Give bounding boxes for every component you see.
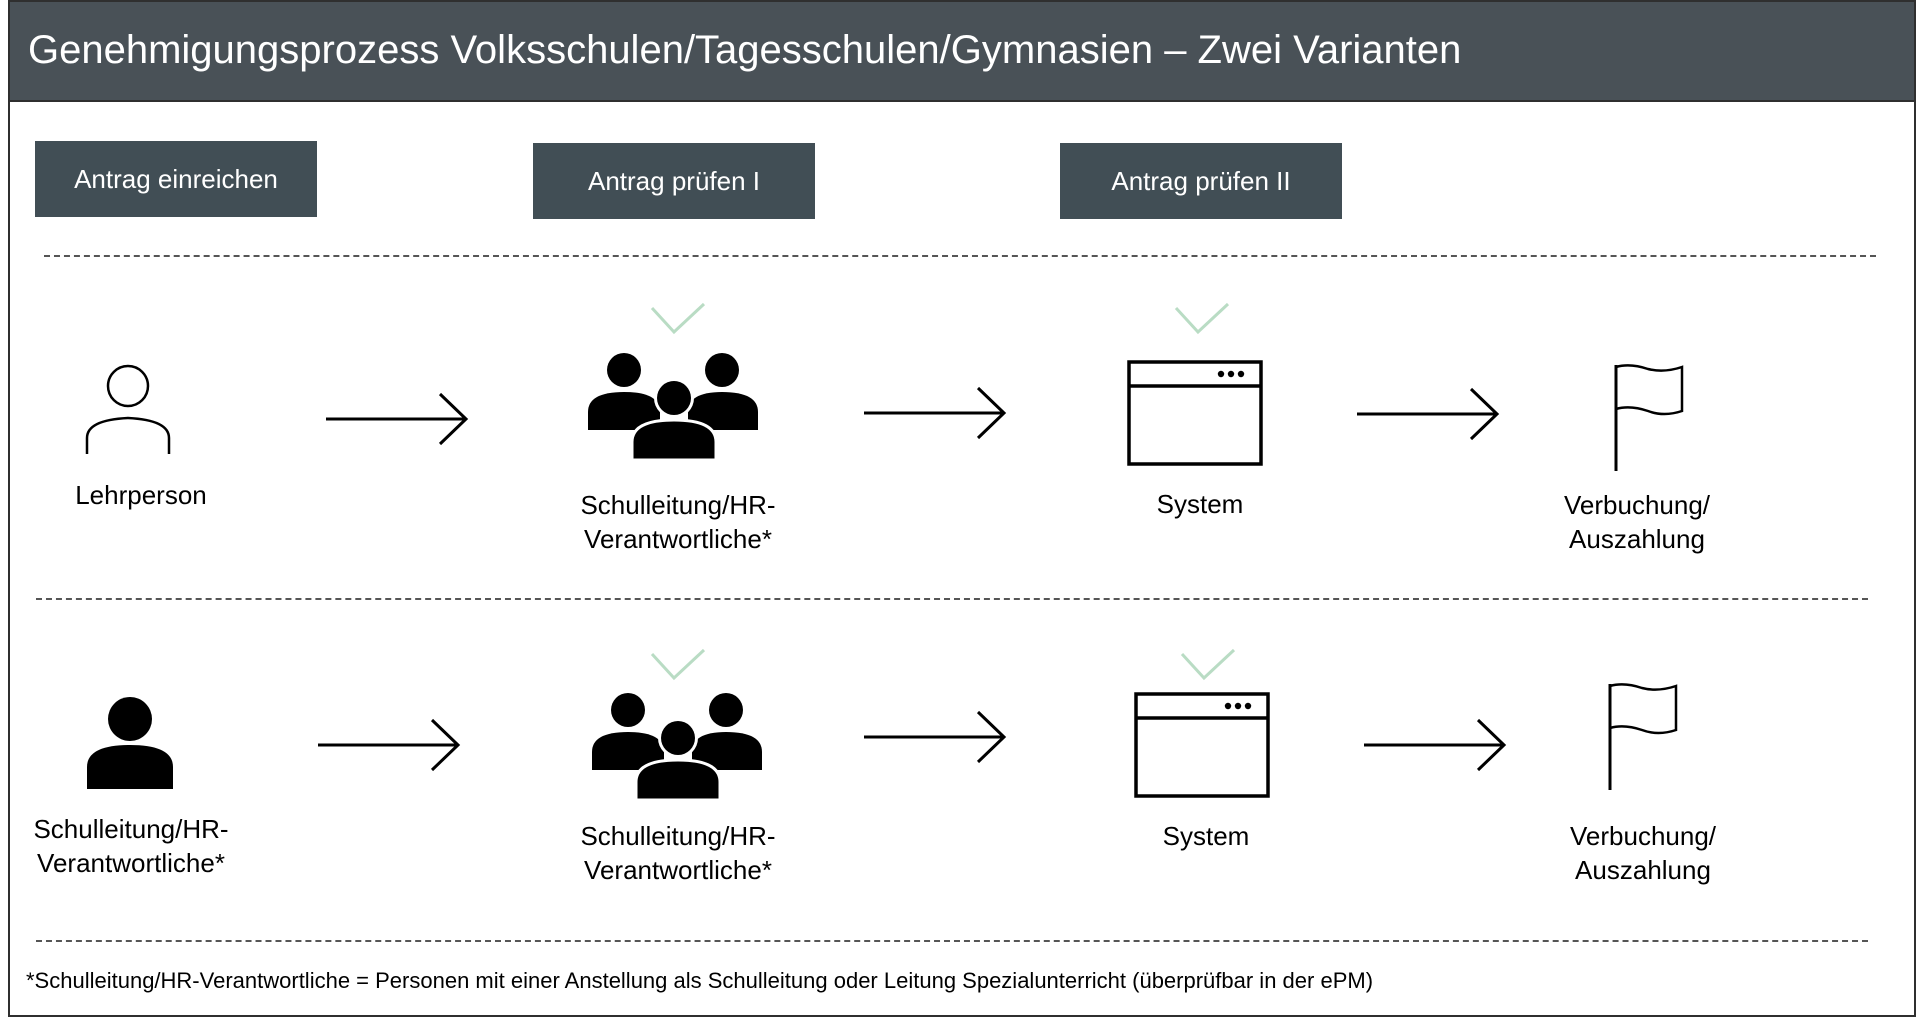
title-bar: Genehmigungsprozess Volksschulen/Tagessc… xyxy=(8,0,1916,102)
flag-icon xyxy=(1614,364,1684,471)
user-filled-icon xyxy=(87,697,173,789)
checkmark-icon xyxy=(650,302,706,335)
step-header-review-2: Antrag prüfen II xyxy=(1060,143,1342,219)
arrow-right-icon xyxy=(864,386,1007,440)
browser-window-icon xyxy=(1127,360,1263,466)
arrow-right-icon xyxy=(326,392,469,446)
separator-top xyxy=(44,255,1876,257)
variant2-actor2-label-line2: Verantwortliche* xyxy=(584,855,772,885)
variant2-actor2-label-line1: Schulleitung/HR- xyxy=(580,821,776,851)
user-outline-icon xyxy=(85,364,171,454)
variant1-actor4-label-line2: Auszahlung xyxy=(1569,524,1705,554)
separator-bottom xyxy=(36,940,1868,942)
checkmark-icon xyxy=(1180,648,1236,681)
variant2-actor4-label-line2: Auszahlung xyxy=(1575,855,1711,885)
checkmark-icon xyxy=(1174,302,1230,335)
checkmark-icon xyxy=(650,648,706,681)
step-header-review-1: Antrag prüfen I xyxy=(533,143,815,219)
variant2-actor1-label-line2: Verantwortliche* xyxy=(37,848,225,878)
browser-window-icon xyxy=(1134,692,1270,798)
arrow-right-icon xyxy=(864,710,1007,764)
variant1-actor2-label-line1: Schulleitung/HR- xyxy=(580,490,776,520)
variant2-actor1-label-line1: Schulleitung/HR- xyxy=(33,814,229,844)
variant1-actor2-label-line2: Verantwortliche* xyxy=(584,524,772,554)
arrow-right-icon xyxy=(1364,718,1507,772)
variant2-actor4-label-line1: Verbuchung/ xyxy=(1569,821,1717,851)
variant1-actor4-label-line1: Verbuchung/ xyxy=(1563,490,1711,520)
arrow-right-icon xyxy=(1357,387,1500,441)
separator-middle xyxy=(36,598,1868,600)
group-icon xyxy=(588,353,758,462)
step-header-submit: Antrag einreichen xyxy=(35,141,317,217)
group-icon xyxy=(592,693,762,802)
flag-icon xyxy=(1608,683,1678,790)
variant1-actor3-label: System xyxy=(1156,489,1244,519)
page-title: Genehmigungsprozess Volksschulen/Tagessc… xyxy=(28,28,1462,72)
variant2-actor3-label: System xyxy=(1162,821,1250,851)
arrow-right-icon xyxy=(318,718,461,772)
footnote: *Schulleitung/HR-Verantwortliche = Perso… xyxy=(26,968,1374,993)
variant1-actor1-label: Lehrperson xyxy=(75,480,207,510)
